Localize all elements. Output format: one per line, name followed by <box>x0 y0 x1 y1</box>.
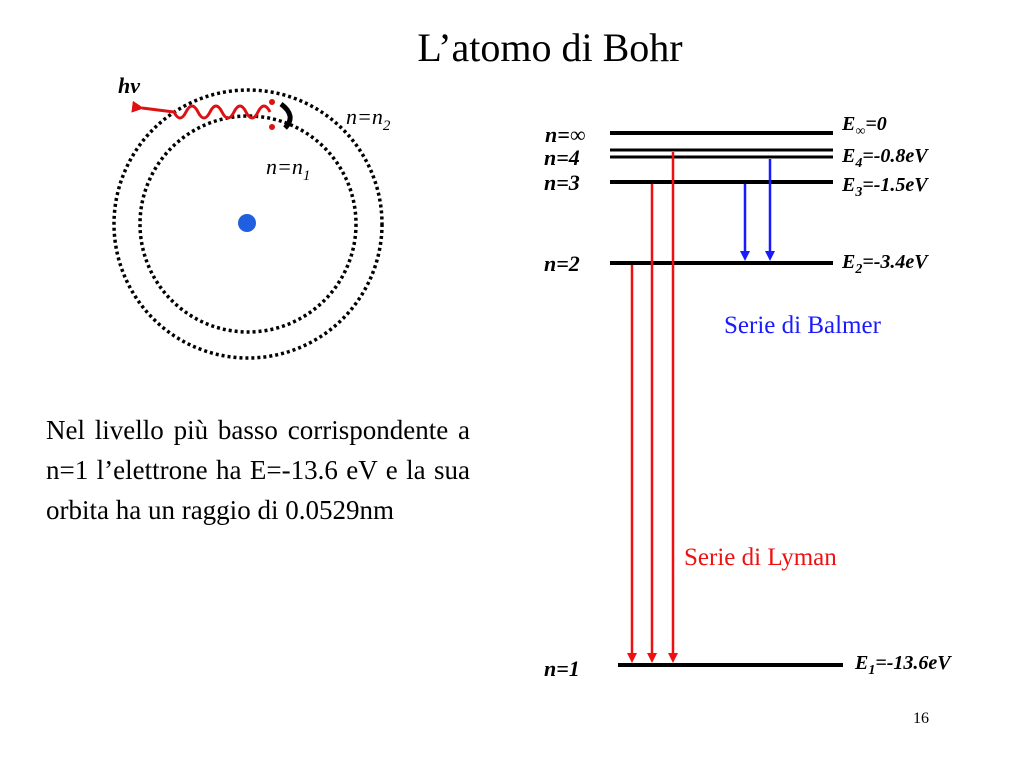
energy-label-3: E3=-1.5eV <box>841 174 929 200</box>
lyman-series-label: Serie di Lyman <box>684 544 837 571</box>
energy-label-2: E2=-3.4eV <box>841 251 929 277</box>
level-label-3: n=3 <box>544 170 580 195</box>
orbit-label-inner: n=n1 <box>266 154 310 184</box>
level-label-1: n=1 <box>544 656 580 681</box>
level-label-2: n=2 <box>544 251 580 276</box>
nucleus <box>238 214 256 232</box>
slide-number: 16 <box>913 710 929 727</box>
electron-inner <box>269 124 275 130</box>
photon-label: hν <box>118 73 140 98</box>
orbit-label-outer: n=n2 <box>346 104 391 134</box>
outer-orbit <box>112 88 384 360</box>
energy-label-1: E1=-13.6eV <box>854 652 952 678</box>
level-label-inf: n=∞ <box>545 122 586 147</box>
atom-model: hν n=n2 n=n1 <box>112 73 391 360</box>
energy-label-inf: E∞=0 <box>841 113 887 139</box>
energy-level-diagram: n=∞ n=4 n=3 n=2 n=1 E∞=0 E4=-0.8eV E3=-1… <box>544 113 952 681</box>
electron-outer <box>269 99 275 105</box>
photon-wave <box>131 100 272 120</box>
electron-jump-arrow <box>279 102 293 130</box>
body-text: Nel livello più basso corrispondente a n… <box>46 415 470 525</box>
energy-label-4: E4=-0.8eV <box>841 145 929 171</box>
slide-title: L’atomo di Bohr <box>417 25 683 70</box>
balmer-series-label: Serie di Balmer <box>724 312 882 339</box>
level-label-4: n=4 <box>544 145 580 170</box>
inner-orbit <box>138 114 358 334</box>
